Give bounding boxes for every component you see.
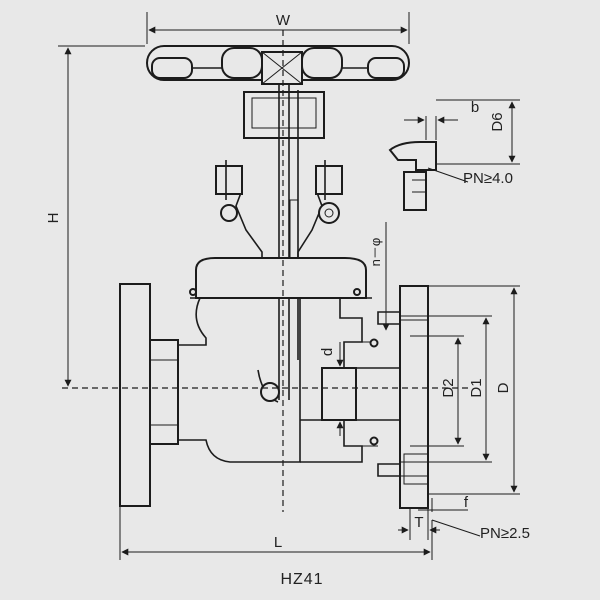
label-pn-high: PN≥4.0 — [463, 170, 513, 187]
valve-body — [119, 283, 411, 507]
label-n-phi: n－φ — [368, 238, 383, 267]
label-h: H — [45, 213, 62, 224]
label-d1: D1 — [468, 378, 485, 397]
label-f: f — [464, 494, 469, 511]
label-b: b — [471, 99, 479, 116]
detail-pn-low — [398, 498, 481, 540]
dim-l — [119, 506, 433, 560]
yoke — [215, 160, 343, 270]
dim-d — [400, 285, 520, 495]
bonnet — [189, 257, 372, 299]
right-flange — [377, 285, 429, 509]
label-t: T — [414, 514, 423, 531]
label-l: L — [274, 534, 282, 551]
dim-h — [58, 45, 145, 387]
yoke-top — [243, 91, 325, 139]
drawing-title: HZ41 — [280, 571, 323, 588]
label-d2: D2 — [440, 378, 457, 397]
detail-pn-high — [388, 99, 520, 211]
label-d-outer: D — [495, 382, 512, 393]
label-w: W — [276, 12, 291, 29]
handwheel — [146, 45, 410, 85]
label-d6: D6 — [489, 112, 506, 131]
label-pn-low: PN≥2.5 — [480, 525, 530, 542]
dim-w — [146, 12, 410, 44]
stem — [278, 84, 299, 400]
label-small-d: d — [319, 348, 336, 356]
